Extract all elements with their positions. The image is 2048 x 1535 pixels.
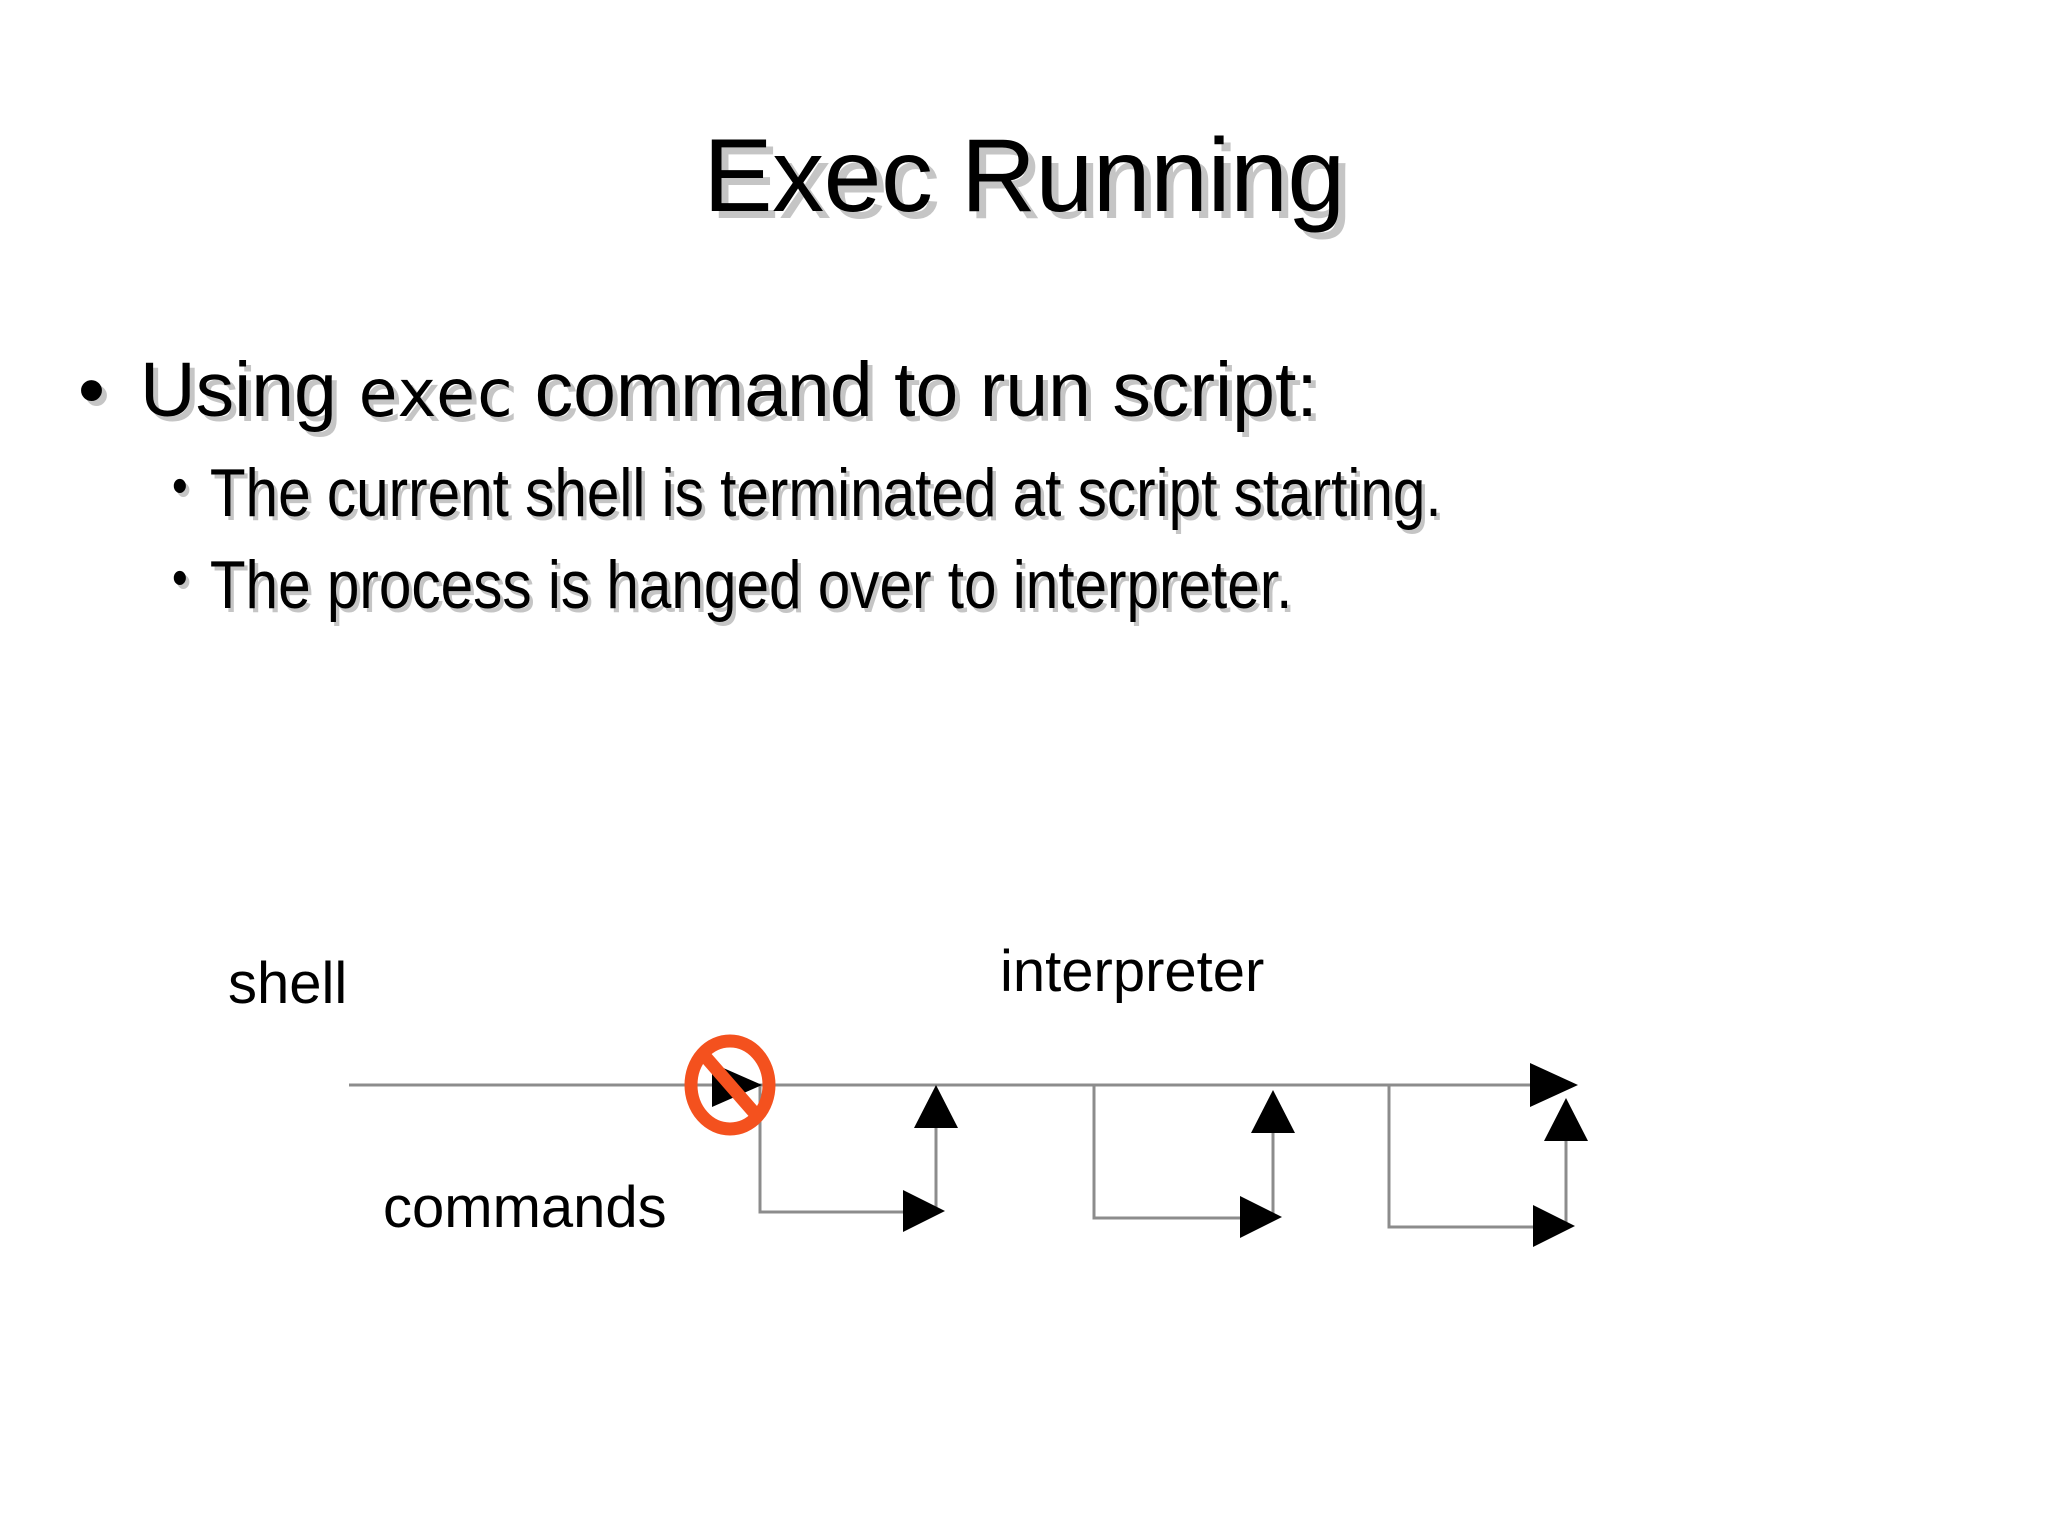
- command-block-1-path: [758, 1085, 936, 1214]
- command-block-2-right-arrowhead: [1240, 1196, 1282, 1238]
- body-content: •Using exec command to run script: • The …: [78, 352, 1978, 625]
- command-block-3-up-arrowhead: [1544, 1098, 1588, 1141]
- bullet-level1: •Using exec command to run script:: [78, 352, 1978, 429]
- page-title: Exec Running: [703, 118, 1345, 234]
- command-block-2-up-arrowhead: [1251, 1090, 1295, 1133]
- no-entry-slash: [698, 1049, 763, 1122]
- sub-bullet-list: • The current shell is terminated at scri…: [78, 453, 1978, 625]
- command-block-1-up-arrowhead: [914, 1085, 958, 1128]
- command-block-3-right-arrowhead: [1533, 1205, 1575, 1247]
- sub-bullet-marker-icon: •: [172, 549, 188, 608]
- bullet-level2-terminated: • The current shell is terminated at scri…: [172, 453, 1551, 533]
- bullet-l2-text: The current shell is terminated at scrip…: [209, 455, 1442, 531]
- diagram-label-interpreter: interpreter: [1000, 939, 1265, 1004]
- sub-bullet-marker-icon: •: [172, 457, 188, 515]
- command-block-1-right-arrowhead: [903, 1190, 945, 1232]
- bullet-l1-text-part2: command to run script:: [513, 347, 1318, 433]
- timeline-end-arrowhead: [1530, 1063, 1578, 1107]
- exec-transition-arrowhead: [712, 1063, 762, 1107]
- no-entry-sign-icon: [684, 1034, 776, 1136]
- diagram-label-shell: shell: [228, 951, 348, 1016]
- bullet-l2-text: The process is hanged over to interprete…: [209, 547, 1293, 624]
- bullet-level2-handover: • The process is hanged over to interpret…: [172, 545, 1551, 625]
- bullet-l1-text-part1: Using: [140, 347, 359, 433]
- command-block-2-path: [1092, 1085, 1273, 1220]
- command-block-3-path: [1387, 1085, 1566, 1229]
- bullet-l1-text-code: exec: [358, 355, 514, 432]
- diagram-label-commands: commands: [383, 1175, 667, 1240]
- bullet-marker-icon: •: [78, 347, 105, 433]
- no-entry-ring: [684, 1034, 776, 1136]
